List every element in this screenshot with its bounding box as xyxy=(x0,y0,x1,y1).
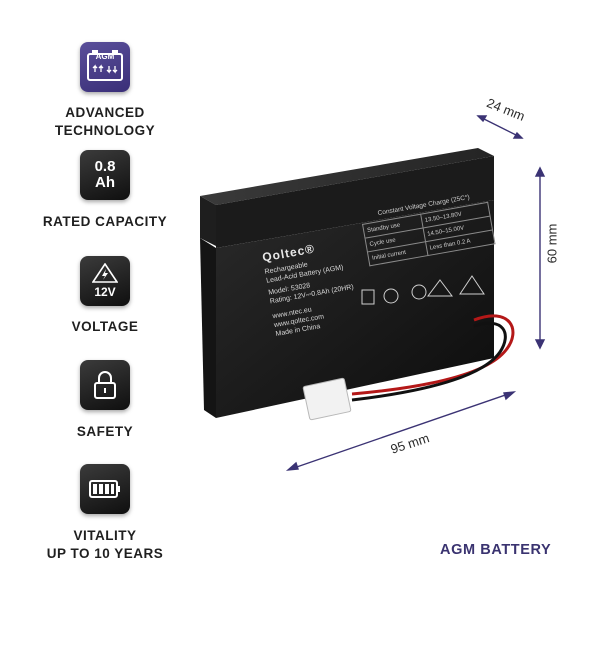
voltage-warning-icon: 12V xyxy=(80,256,130,306)
capacity-unit: Ah xyxy=(95,174,115,191)
battery-lid-side xyxy=(200,196,216,246)
padlock-icon xyxy=(80,360,130,410)
hazard-triangle-icon xyxy=(92,263,118,283)
black-wire xyxy=(351,321,507,402)
feature-label-line: VOLTAGE xyxy=(71,319,139,334)
product-title: AGM BATTERY xyxy=(440,542,552,558)
battery-level-graphic xyxy=(89,480,120,498)
dimension-lines xyxy=(285,115,546,471)
agm-battery-icon: AGM xyxy=(80,42,130,92)
height-dimension-label: 60 mm xyxy=(544,223,560,264)
feature-label-line: UP TO 10 YEARS xyxy=(46,546,164,561)
voltage-value: 12V xyxy=(94,285,116,299)
capacity-value: 0.8 xyxy=(94,158,116,175)
capacity-icon: 0.8 Ah xyxy=(80,150,130,200)
feature-label-line: RATED CAPACITY xyxy=(42,214,168,229)
wire-connector xyxy=(302,377,352,421)
battery-level-icon xyxy=(80,464,130,514)
feature-label-line: ADVANCED xyxy=(65,105,145,120)
battery-illustration xyxy=(200,115,546,471)
battery-side-face xyxy=(200,238,216,418)
agm-tile-text: AGM xyxy=(95,52,115,61)
agm-battery-graphic xyxy=(87,50,123,81)
battery-top-face xyxy=(200,148,494,205)
certification-marks xyxy=(361,275,485,305)
battery-lid-front xyxy=(216,156,494,248)
feature-label-line: TECHNOLOGY xyxy=(54,123,156,138)
feature-label-line: SAFETY xyxy=(76,424,134,439)
padlock-graphic xyxy=(94,371,116,399)
battery-front-face xyxy=(216,200,494,418)
feature-label-line: VITALITY xyxy=(73,528,137,543)
red-wire xyxy=(351,314,515,396)
